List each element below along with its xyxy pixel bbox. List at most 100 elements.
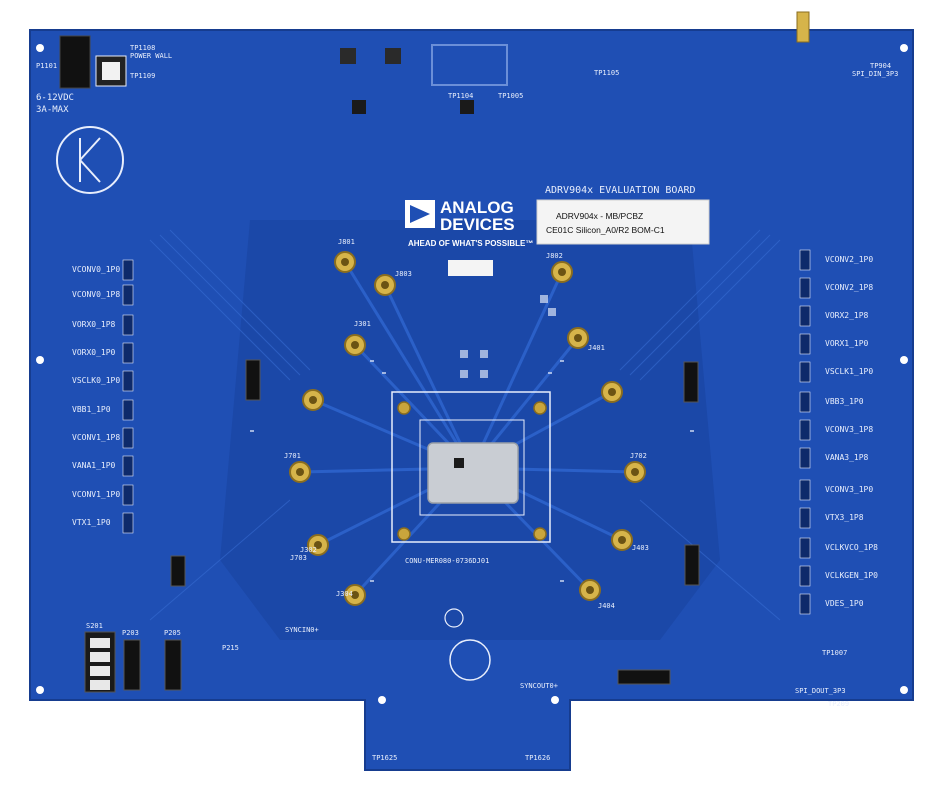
header-label: P203	[122, 629, 139, 637]
rail-label: VSCLK0_1P0	[72, 376, 120, 385]
serial-sticker	[448, 260, 493, 276]
connector-j401	[567, 327, 589, 349]
connector-j701	[289, 461, 311, 483]
board-sticker	[536, 199, 710, 245]
rail-label: VCLKGEN_1P0	[825, 571, 878, 580]
adi-logo	[405, 200, 435, 228]
tp-label: TP1007	[822, 649, 847, 657]
rail-label: VSCLK1_1P0	[825, 367, 873, 376]
connector-j802	[551, 261, 573, 283]
connector-j702	[624, 461, 646, 483]
right-rail-labels: VCONV2_1P0 VCONV2_1P8 VORX2_1P8 VORX1_1P…	[825, 255, 878, 608]
top-label: TP1108	[130, 44, 155, 52]
routing-region	[220, 220, 720, 640]
rail-label: VCONV0_1P0	[72, 265, 120, 274]
connector-label: J403	[632, 544, 649, 552]
tp-label: TP209	[828, 700, 849, 708]
power-traces	[149, 229, 781, 621]
connector-label: J302	[300, 546, 317, 554]
e-mark-badge	[444, 608, 464, 628]
top-label: P1101	[36, 62, 57, 70]
mount-pads	[397, 401, 547, 541]
brand-tagline: AHEAD OF WHAT'S POSSIBLE™	[408, 239, 533, 248]
connector-j403	[611, 529, 633, 551]
rail-label: VCLKVCO_1P8	[825, 543, 878, 552]
sticker-line-1: ADRV904x - MB/PCBZ	[556, 211, 643, 221]
sticker-line-2: CE01C Silicon_A0/R2 BOM-C1	[546, 225, 665, 235]
tp-label: TP1626	[525, 754, 550, 762]
rail-label: VCONV1_1P0	[72, 490, 120, 499]
rail-label: VCONV3_1P8	[825, 425, 873, 434]
connector-label: J304	[336, 590, 353, 598]
rail-label: VORX0_1P0	[72, 348, 116, 357]
top-regulators	[340, 44, 508, 114]
chip-frame-inner	[419, 419, 525, 516]
connector-label: J301	[354, 320, 371, 328]
sync-label: SYNCOUT0+	[520, 682, 558, 690]
chip-logo	[454, 458, 464, 468]
rfic-chip	[427, 442, 519, 504]
brand-line-2: DEVICES	[440, 215, 515, 234]
rail-label: VORX0_1P8	[72, 320, 116, 329]
smd-components	[250, 295, 694, 582]
rail-label: VCONV2_1P0	[825, 255, 873, 264]
spi-label: SPI_DOUT_3P3	[795, 687, 846, 695]
power-wall-label: POWER WALL	[130, 52, 172, 60]
connector-label: J701	[284, 452, 301, 460]
k-logo	[56, 126, 124, 194]
switch-knob	[102, 62, 120, 80]
sync-label: SYNCIN0+	[285, 626, 319, 634]
power-voltage-label: 6-12VDC	[36, 93, 74, 103]
rail-label: VCONV1_1P8	[72, 433, 120, 442]
connector-j302	[307, 534, 329, 556]
rail-label: VORX1_1P0	[825, 339, 869, 348]
chip-frame	[391, 391, 551, 543]
connector-j404	[579, 579, 601, 601]
top-label: TP1104	[448, 92, 473, 100]
rail-label: VBB1_1P0	[72, 405, 111, 414]
top-label: TP1105	[594, 69, 619, 77]
connector-tx2	[601, 381, 623, 403]
connector-label: J702	[630, 452, 647, 460]
top-label: TP1109	[130, 72, 155, 80]
sma-connectors	[289, 251, 646, 606]
top-label: TP1005	[498, 92, 523, 100]
bottom-left-headers	[84, 359, 700, 693]
brand-line-1: ANALOG	[440, 198, 514, 217]
connector-j301	[344, 334, 366, 356]
connector-label: J801	[338, 238, 355, 246]
top-label: SPI_DIN_3P3	[852, 70, 898, 78]
connector-label: J802	[546, 252, 563, 260]
connector-label: J404	[598, 602, 615, 610]
connector-j801	[334, 251, 356, 273]
left-rail-headers	[122, 259, 134, 534]
rail-label: VORX2_1P8	[825, 311, 869, 320]
power-jack	[59, 35, 91, 89]
header-label: P215	[222, 644, 239, 652]
switch-label: S201	[86, 622, 103, 630]
right-rail-headers	[799, 249, 811, 615]
mounting-holes	[36, 44, 908, 704]
rail-label: VDES_1P0	[825, 599, 864, 608]
connector-label: J803	[395, 270, 412, 278]
rail-label: VANA1_1P0	[72, 461, 116, 470]
rail-label: VANA3_1P8	[825, 453, 869, 462]
top-label: TP904	[870, 62, 891, 70]
connector-j304	[344, 584, 366, 606]
board-title: ADRV904x EVALUATION BOARD	[545, 185, 696, 196]
rohs-badge	[449, 639, 491, 681]
connector-j803	[374, 274, 396, 296]
connector-label: J401	[588, 344, 605, 352]
rail-label: VCONV2_1P8	[825, 283, 873, 292]
rail-label: VBB3_1P0	[825, 397, 864, 406]
chip-marking: CONU-MER080-0736DJ01	[405, 557, 489, 565]
rail-label: VCONV0_1P8	[72, 290, 120, 299]
left-rail-labels: VCONV0_1P0 VCONV0_1P8 VORX0_1P8 VORX0_1P…	[72, 265, 120, 527]
tp-label: TP1625	[372, 754, 397, 762]
rail-label: VCONV3_1P0	[825, 485, 873, 494]
rail-label: VTX1_1P0	[72, 518, 111, 527]
top-antenna-connector	[796, 11, 810, 43]
connector-label: J703	[290, 554, 307, 562]
power-current-label: 3A-MAX	[36, 105, 69, 115]
